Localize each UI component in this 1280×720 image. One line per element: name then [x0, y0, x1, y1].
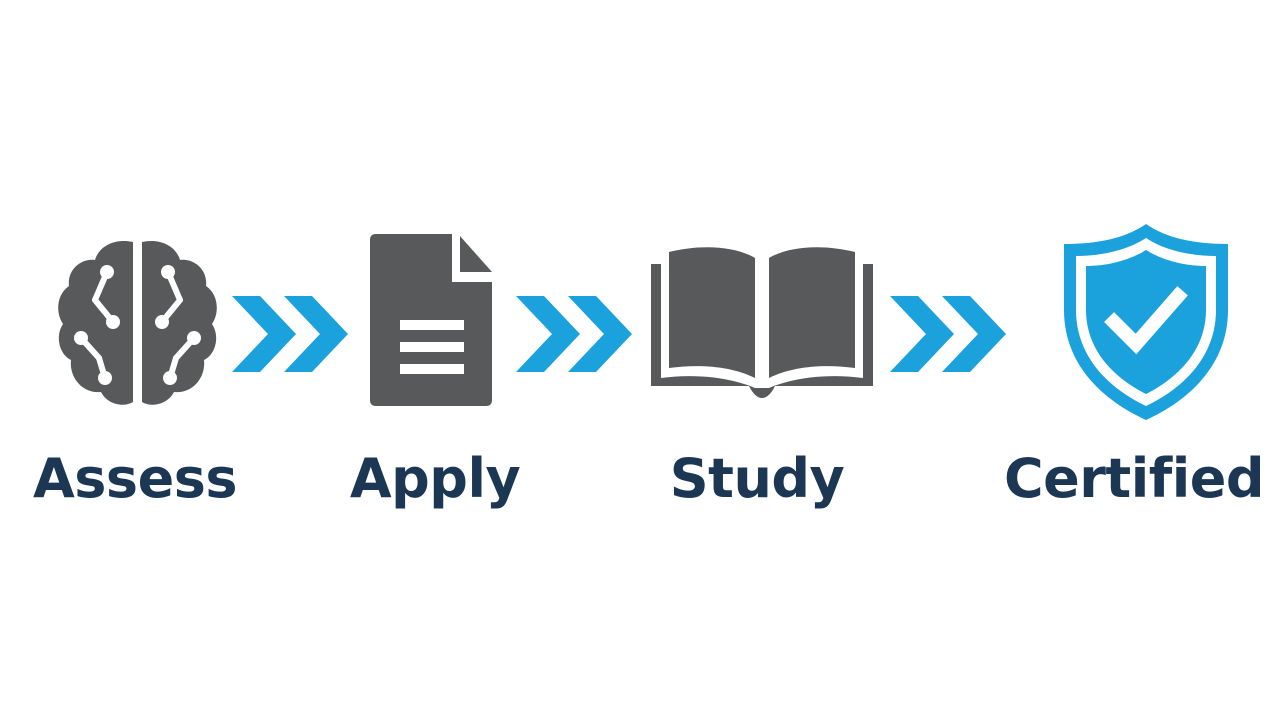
shield-check-icon — [1064, 224, 1228, 420]
brain-icon — [58, 240, 217, 405]
step-label-certified: Certified — [1004, 447, 1265, 510]
document-icon — [370, 234, 492, 406]
double-chevron-right-icon — [890, 296, 1006, 372]
step-label-assess: Assess — [33, 447, 237, 510]
double-chevron-right-icon — [516, 296, 632, 372]
double-chevron-right-icon — [232, 296, 348, 372]
step-label-study: Study — [669, 447, 845, 510]
step-label-apply: Apply — [349, 447, 521, 510]
open-book-icon — [651, 247, 873, 398]
